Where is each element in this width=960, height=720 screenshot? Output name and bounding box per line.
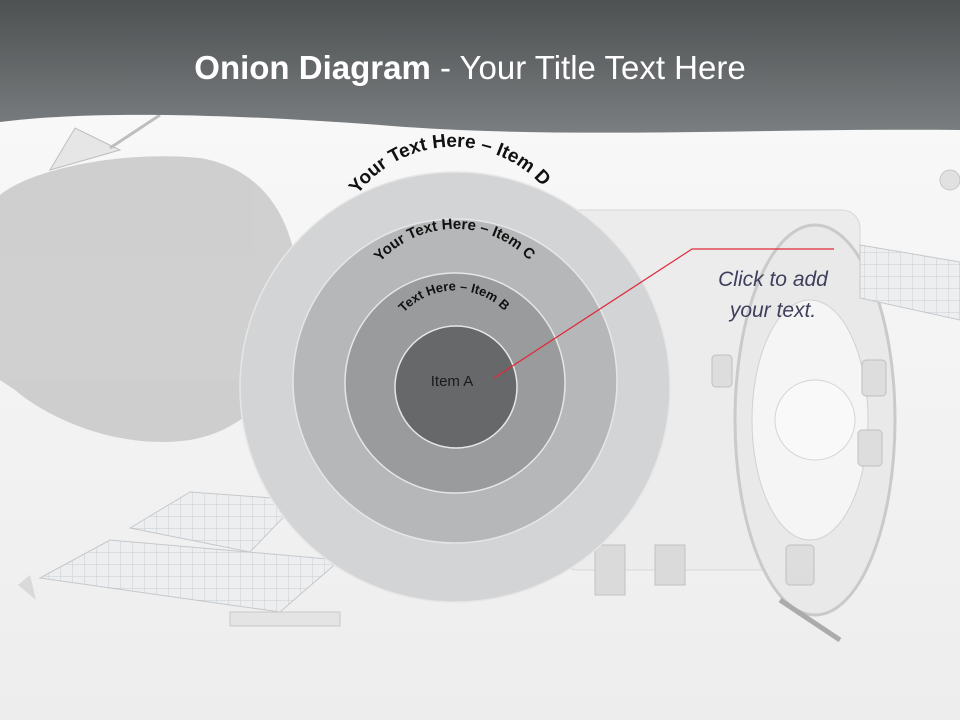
slide-title[interactable]: Onion Diagram - Your Title Text Here [194,49,745,86]
callout-line-1[interactable]: Click to add [718,268,829,291]
onion-label-a[interactable]: Item A [431,373,474,390]
onion-layer-a[interactable] [394,325,518,449]
callout-line-2[interactable]: your text. [728,299,816,322]
callout-leader-line [493,248,834,379]
header-band [0,0,960,133]
slide-title-rest: - Your Title Text Here [431,49,746,86]
slide-title-bold: Onion Diagram [194,49,431,86]
